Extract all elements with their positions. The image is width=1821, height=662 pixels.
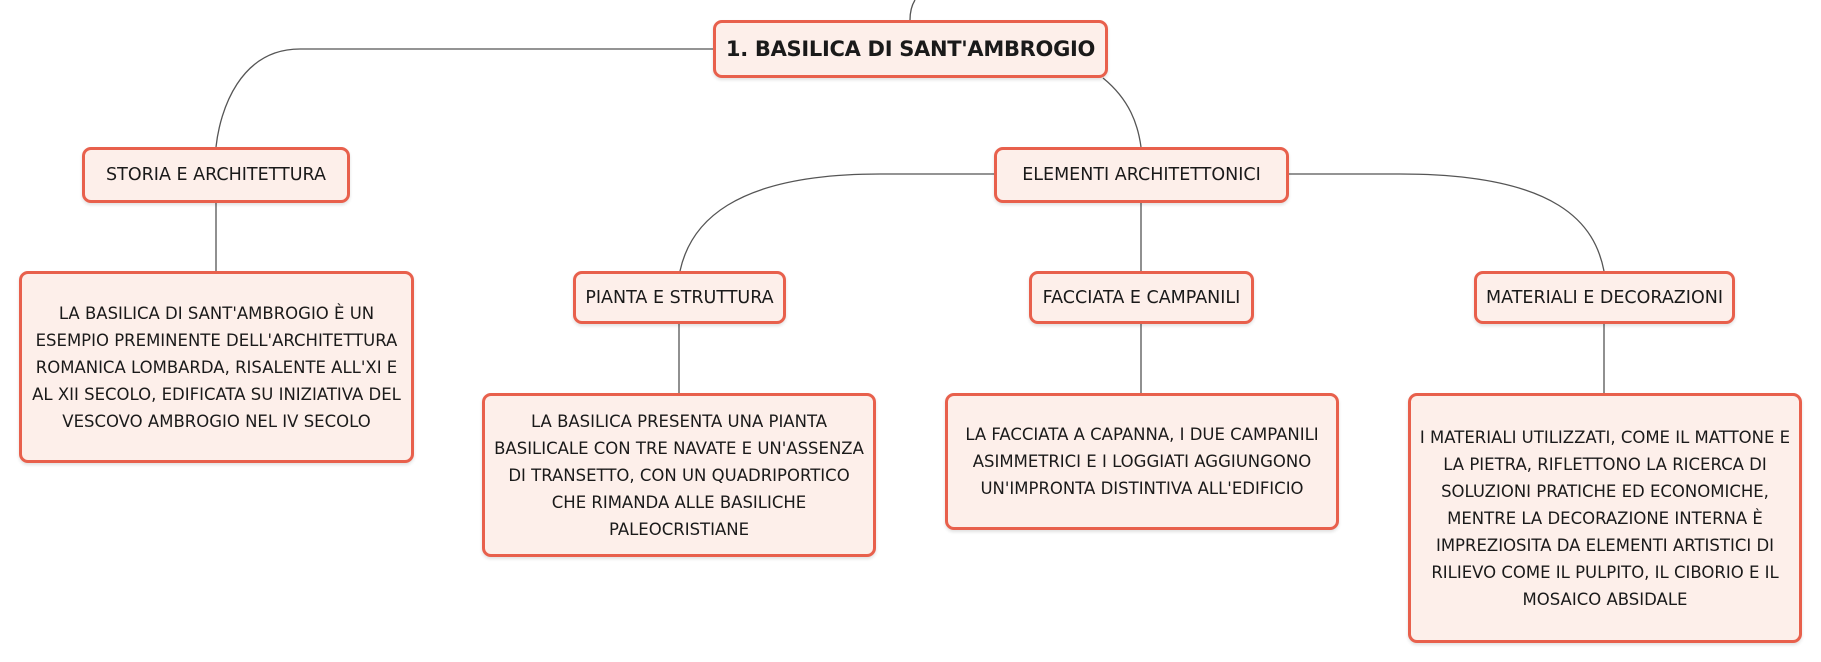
subtopic-pianta-e-struttura[interactable]: PIANTA E STRUTTURA [573, 271, 786, 324]
subtopic-materiali-e-decorazioni[interactable]: MATERIALI E DECORAZIONI [1474, 271, 1735, 324]
root-topic-label: 1. BASILICA DI SANT'AMBROGIO [725, 37, 1096, 61]
detail-facciata-text: LA FACCIATA A CAPANNA, I DUE CAMPANILI A… [965, 425, 1319, 498]
detail-materiali-text: I MATERIALI UTILIZZATI, COME IL MATTONE … [1419, 427, 1791, 609]
root-topic-node[interactable]: 1. BASILICA DI SANT'AMBROGIO [713, 20, 1108, 78]
topic-storia-e-architettura[interactable]: STORIA E ARCHITETTURA [82, 147, 350, 203]
detail-materiali-text-box[interactable]: I MATERIALI UTILIZZATI, COME IL MATTONE … [1408, 393, 1802, 643]
detail-pianta-text: LA BASILICA PRESENTA UNA PIANTA BASILICA… [494, 411, 864, 539]
topic-elementi-label: ELEMENTI ARCHITETTONICI [1022, 165, 1261, 185]
topic-elementi-architettonici[interactable]: ELEMENTI ARCHITETTONICI [994, 147, 1289, 203]
detail-storia-text-box[interactable]: LA BASILICA DI SANT'AMBROGIO È UN ESEMPI… [19, 271, 414, 463]
detail-facciata-text-box[interactable]: LA FACCIATA A CAPANNA, I DUE CAMPANILI A… [945, 393, 1339, 530]
connector-root-to-elementi [1102, 77, 1142, 148]
detail-pianta-text-box[interactable]: LA BASILICA PRESENTA UNA PIANTA BASILICA… [482, 393, 876, 557]
detail-storia-text: LA BASILICA DI SANT'AMBROGIO È UN ESEMPI… [32, 303, 401, 431]
subtopic-materiali-label: MATERIALI E DECORAZIONI [1486, 287, 1723, 308]
connector-elementi-to-materiali [1289, 173, 1605, 272]
topic-storia-label: STORIA E ARCHITETTURA [106, 165, 326, 185]
subtopic-facciata-e-campanili[interactable]: FACCIATA E CAMPANILI [1029, 271, 1254, 324]
subtopic-pianta-label: PIANTA E STRUTTURA [585, 287, 774, 308]
connector-parent-to-root [909, 0, 916, 21]
subtopic-facciata-label: FACCIATA E CAMPANILI [1042, 287, 1241, 308]
connector-elementi-to-pianta [679, 173, 994, 272]
connector-root-to-storia [215, 48, 713, 148]
